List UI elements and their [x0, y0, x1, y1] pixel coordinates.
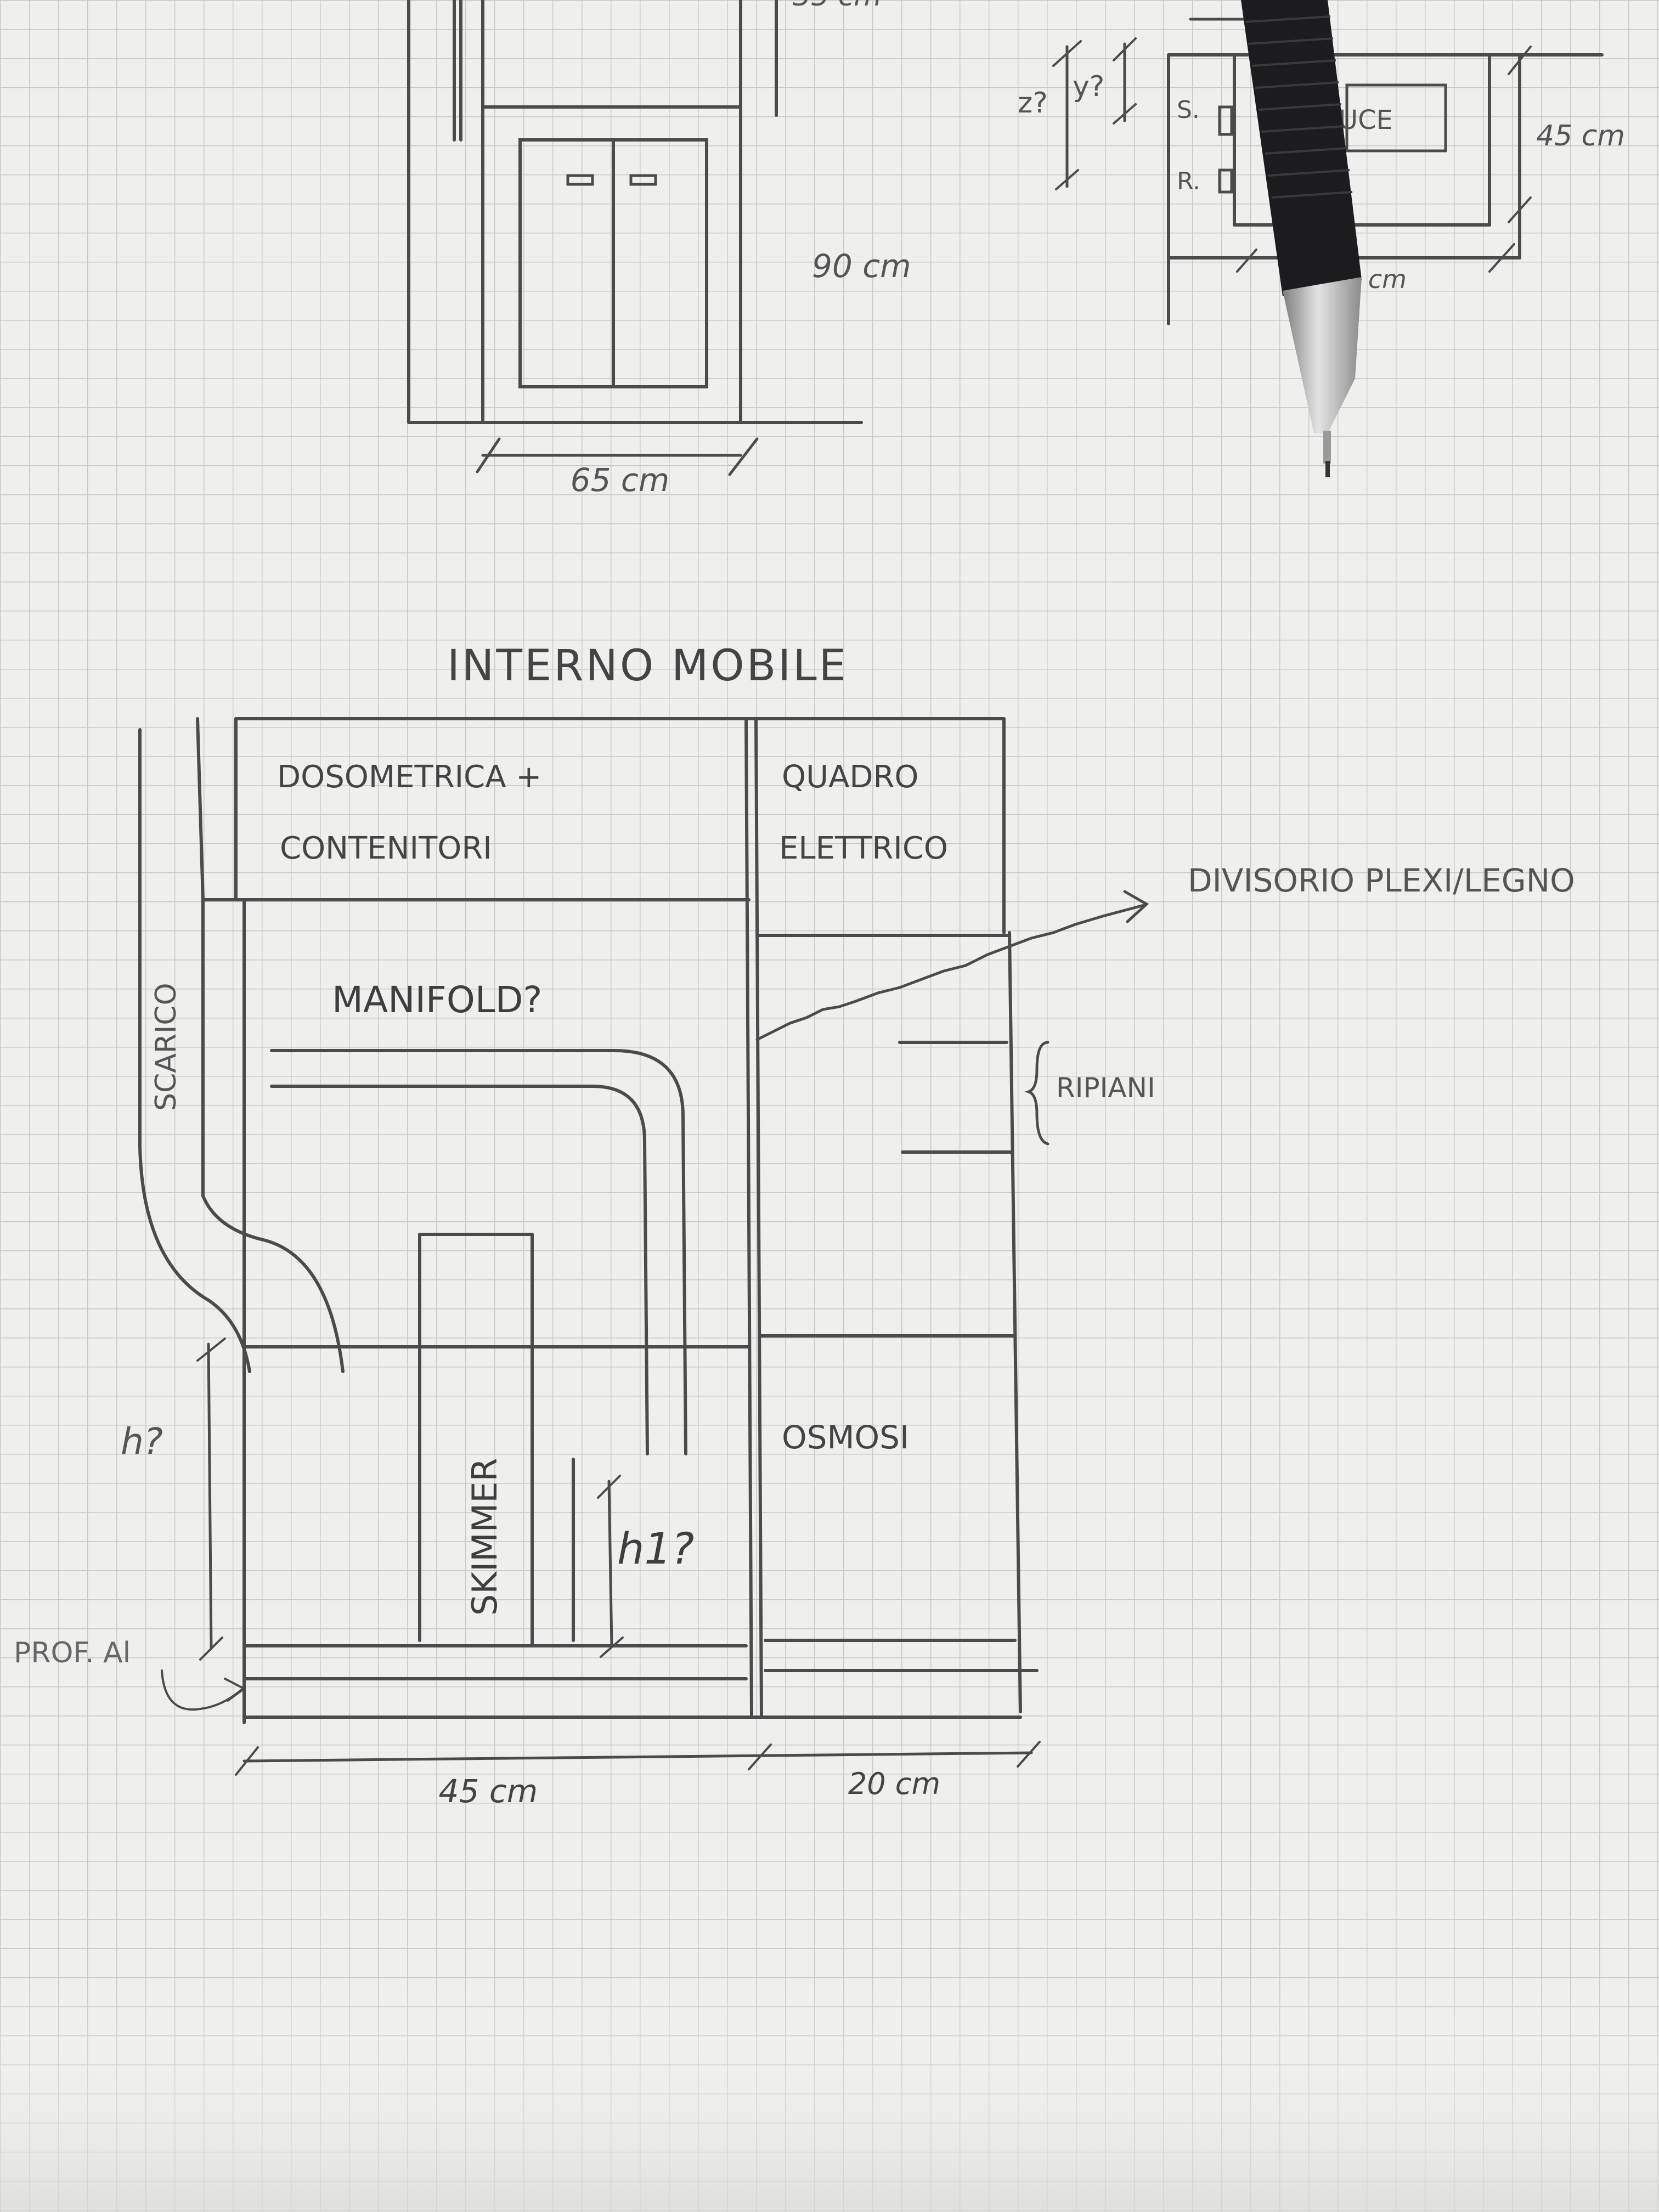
front-width-label: 65 cm [571, 461, 670, 499]
height-label: h? [121, 1420, 163, 1463]
electric-compartment-label-line1: QUADRO [782, 759, 918, 795]
side-z-label: z? [1018, 87, 1048, 120]
cabinet-side-view [1052, 18, 1604, 325]
shelves-label: RIPIANI [1056, 1072, 1155, 1104]
cabinet-front-view [407, 0, 863, 476]
interior-cabinet [138, 717, 1149, 1776]
side-depth-label: 45 cm [1536, 120, 1625, 153]
osmosis-label: OSMOSI [782, 1419, 909, 1456]
electric-compartment-label-line2: ELETTRICO [779, 831, 948, 866]
paper-shading [0, 1975, 1659, 2212]
side-luce-label: UCE [1339, 105, 1393, 136]
width-left-label: 45 cm [439, 1773, 538, 1810]
skimmer-label: SKIMMER [465, 1458, 505, 1616]
height1-label: h1? [617, 1525, 694, 1574]
front-height-label: 90 cm [812, 247, 911, 285]
dosing-compartment-label-line1: DOSOMETRICA + [277, 759, 541, 795]
dosing-compartment-label-line2: CONTENITORI [280, 831, 492, 866]
side-r-label: R. [1177, 167, 1200, 195]
front-cut-label: 35 cm [793, 0, 882, 13]
manifold-label: MANIFOLD? [332, 979, 542, 1021]
profile-label: PROF. Al [14, 1637, 131, 1669]
interior-title: INTERNO MOBILE [447, 641, 848, 691]
side-y-label: y? [1073, 70, 1104, 103]
side-s-label: S. [1177, 96, 1200, 124]
divider-label: DIVISORIO PLEXI/LEGNO [1188, 862, 1575, 899]
mechanical-pencil-icon [1241, 0, 1362, 477]
drain-label: SCARICO [150, 983, 183, 1111]
width-right-label: 20 cm [848, 1767, 940, 1801]
